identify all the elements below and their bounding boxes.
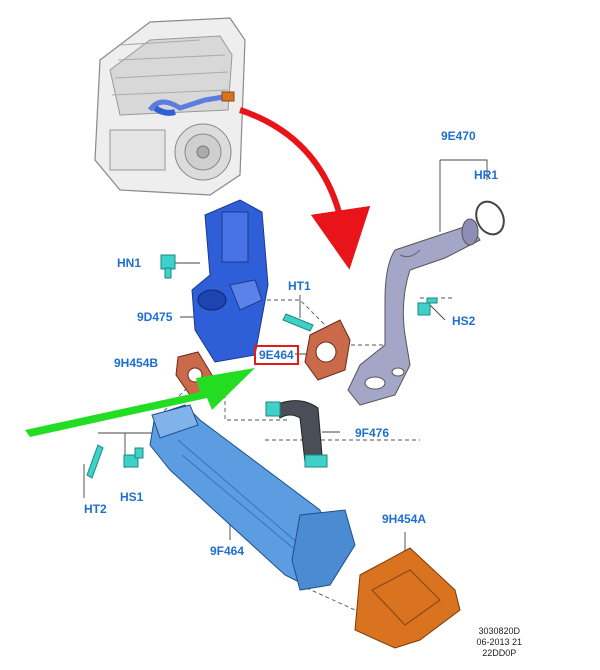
part-label-9h454b: 9H454B: [114, 356, 159, 370]
egr-valve-gasket-part: [304, 319, 351, 381]
part-label-9f464: 9F464: [210, 544, 245, 558]
part-label-9d475: 9D475: [137, 310, 173, 324]
part-label-hn1: HN1: [117, 256, 142, 270]
egr-cooler-part: [149, 404, 356, 591]
part-label-9e470: 9E470: [441, 129, 476, 143]
part-label-hr1: HR1: [474, 168, 499, 182]
fastener-ht1-stud: [282, 313, 314, 332]
part-label-hs1: HS1: [120, 490, 144, 504]
part-label-ht1: HT1: [288, 279, 311, 293]
green-indicator-arrow: [25, 368, 255, 437]
drawing-reference-code: 3030820D 06-2013 21 22DD0P: [476, 626, 522, 659]
egr-valve-part: [191, 199, 269, 363]
egr-outlet-pipe-part: [347, 218, 481, 406]
part-label-ht2: HT2: [84, 502, 107, 516]
fastener-ht2-stud: [86, 444, 104, 479]
part-label-hs2: HS2: [452, 314, 476, 328]
fastener-hn1-bolt: [160, 254, 176, 279]
part-label-9e464-highlighted: 9E464: [254, 345, 299, 365]
egr-hose-part: [265, 400, 328, 468]
fastener-hs1-bolt: [123, 447, 144, 468]
o-ring-part: [475, 200, 505, 236]
part-label-9f476: 9F476: [355, 426, 390, 440]
fastener-hs2-bolt: [417, 297, 438, 316]
part-label-9h454a: 9H454A: [382, 512, 427, 526]
drawing-variant-code: 22DD0P: [482, 648, 517, 658]
drawing-date: 06-2013 21: [476, 637, 522, 647]
heat-shield-part: [354, 547, 461, 649]
red-flow-arrow: [239, 107, 371, 270]
drawing-number: 3030820D: [478, 626, 520, 636]
engine-block-illustration: [94, 17, 246, 196]
